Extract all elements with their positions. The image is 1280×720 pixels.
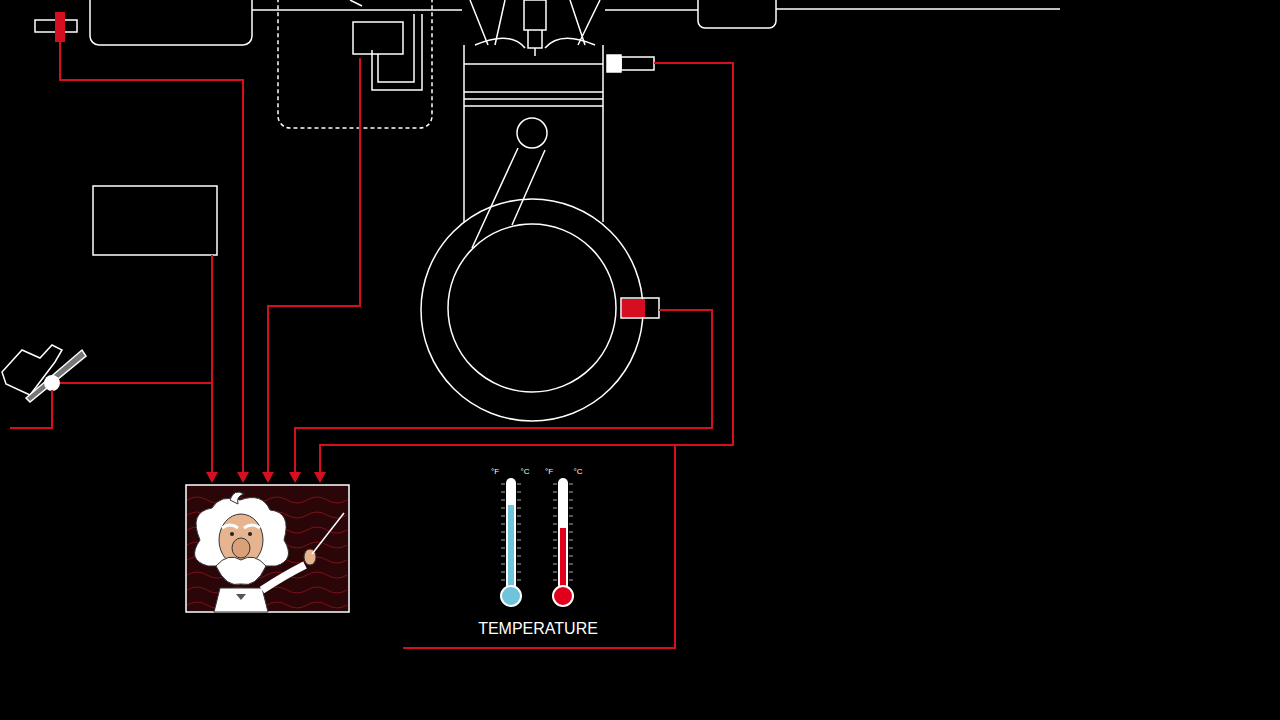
arrowhead xyxy=(237,472,249,483)
pedal-plate xyxy=(26,350,86,402)
crank-wheel xyxy=(448,224,616,392)
thermometer-fluid xyxy=(508,505,514,593)
unit-label: °C xyxy=(574,468,583,476)
knock-sensor xyxy=(607,55,621,72)
throttle-detail xyxy=(350,0,362,6)
throttle-bracket xyxy=(372,14,422,90)
wire xyxy=(295,310,712,474)
arrowhead xyxy=(314,472,326,483)
intake-pipe xyxy=(252,9,462,11)
knock-sensor xyxy=(621,57,654,70)
arrowhead xyxy=(206,472,218,483)
piston-rings xyxy=(464,92,603,106)
unit-label: °F xyxy=(545,468,553,476)
wire xyxy=(211,255,213,474)
wire xyxy=(320,63,733,474)
crank-sensor-tip xyxy=(622,299,645,317)
thermometer-bulb xyxy=(501,586,521,606)
crank-case xyxy=(421,199,643,421)
spark-plug xyxy=(524,0,546,56)
ecu-pattern xyxy=(187,497,347,608)
arrowhead xyxy=(262,472,274,483)
caption-label: TEMPERATURE xyxy=(478,621,598,637)
air-flow-element xyxy=(55,12,65,42)
thermometer-bulb xyxy=(553,586,573,606)
signal-wires xyxy=(10,42,733,648)
combustion-chamber xyxy=(475,38,595,48)
arrowhead xyxy=(289,472,301,483)
crank-sensor xyxy=(621,298,659,318)
ecu-box xyxy=(186,485,349,612)
engine-outline xyxy=(2,0,1060,421)
thermometer-fluid xyxy=(560,528,566,593)
throttle-housing xyxy=(278,0,432,128)
air-filter xyxy=(90,0,252,45)
cylinder-wall xyxy=(464,45,603,222)
thermometers xyxy=(501,478,573,606)
exhaust-pipe xyxy=(776,8,1060,10)
throttle-sensor xyxy=(353,22,403,54)
accelerator-pedal xyxy=(2,345,62,395)
piston-pin xyxy=(517,118,547,148)
connecting-rod xyxy=(472,148,545,248)
wire xyxy=(10,390,52,428)
exhaust-part xyxy=(698,0,776,28)
wire xyxy=(268,58,360,474)
sensor-box xyxy=(93,186,217,255)
pedal-pivot xyxy=(44,375,60,391)
wire xyxy=(403,445,675,648)
arrowheads xyxy=(206,472,326,483)
thermometer-ticks xyxy=(501,484,573,580)
unit-label: °C xyxy=(521,468,530,476)
wire xyxy=(60,382,212,384)
scientist-cartoon xyxy=(195,492,344,612)
ecu-frame xyxy=(186,485,349,612)
wire xyxy=(60,42,243,474)
exhaust-pipe xyxy=(605,9,698,11)
piston-top xyxy=(464,63,603,65)
unit-label: °F xyxy=(491,468,499,476)
valves xyxy=(470,0,600,45)
